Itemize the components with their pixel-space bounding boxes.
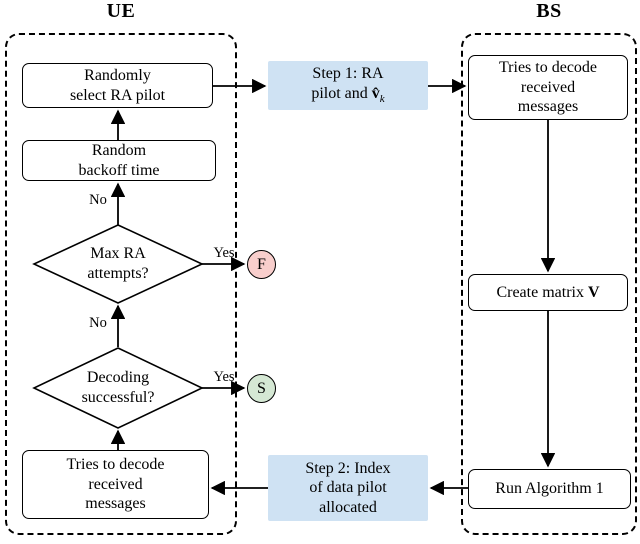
ue-tries-to-decode-box: Tries to decode received messages: [22, 450, 209, 519]
bs-tries-to-decode-box: Tries to decode received messages: [468, 55, 628, 120]
create-matrix-text: Create matrix V: [496, 283, 599, 303]
fail-terminal-text: F: [257, 255, 266, 273]
success-terminal-circle: S: [247, 374, 276, 403]
step1-message-box: Step 1: RA pilot and v̂k: [268, 61, 428, 110]
fail-terminal-circle: F: [247, 250, 276, 279]
matrix-v-symbol: V: [587, 283, 600, 301]
step2-message-text: Step 2: Index of data pilot allocated: [305, 459, 391, 516]
step1-subscript: k: [379, 93, 385, 106]
ue-container: [5, 33, 237, 535]
random-backoff-time-box: Random backoff time: [22, 140, 216, 181]
bs-title: BS: [536, 0, 562, 22]
bs-container: [461, 33, 637, 535]
ue-title: UE: [106, 0, 136, 22]
run-algorithm-box: Run Algorithm 1: [468, 469, 631, 509]
step2-message-box: Step 2: Index of data pilot allocated: [268, 455, 428, 521]
randomly-select-ra-pilot-text: Randomly select RA pilot: [69, 66, 166, 104]
max-ra-attempts-diamond-label: Max RA attempts?: [48, 238, 188, 290]
no-label-max-ra: No: [89, 192, 107, 208]
bs-tries-to-decode-text: Tries to decode received messages: [498, 59, 598, 116]
randomly-select-ra-pilot-box: Randomly select RA pilot: [22, 63, 213, 108]
yes-label-max-ra: Yes: [213, 245, 235, 261]
decoding-successful-text: Decoding successful?: [81, 369, 155, 406]
step1-message-text: Step 1: RA pilot and v̂k: [311, 64, 384, 106]
run-algorithm-text: Run Algorithm 1: [495, 480, 604, 498]
step1-message-main: Step 1: RA pilot and: [311, 65, 384, 102]
create-matrix-box: Create matrix V: [468, 274, 628, 311]
create-matrix-prefix: Create matrix: [496, 283, 588, 301]
random-backoff-time-text: Random backoff time: [78, 141, 160, 179]
success-terminal-text: S: [257, 379, 266, 397]
yes-label-decoding: Yes: [213, 369, 235, 385]
max-ra-attempts-text: Max RA attempts?: [87, 245, 149, 282]
decoding-diamond: [32, 347, 204, 429]
ue-tries-to-decode-text: Tries to decode received messages: [66, 456, 165, 513]
decoding-successful-diamond-label: Decoding successful?: [48, 362, 188, 414]
step1-vhat-symbol: v̂: [371, 84, 380, 102]
no-label-decoding: No: [89, 315, 107, 331]
max-ra-diamond: [32, 224, 204, 304]
